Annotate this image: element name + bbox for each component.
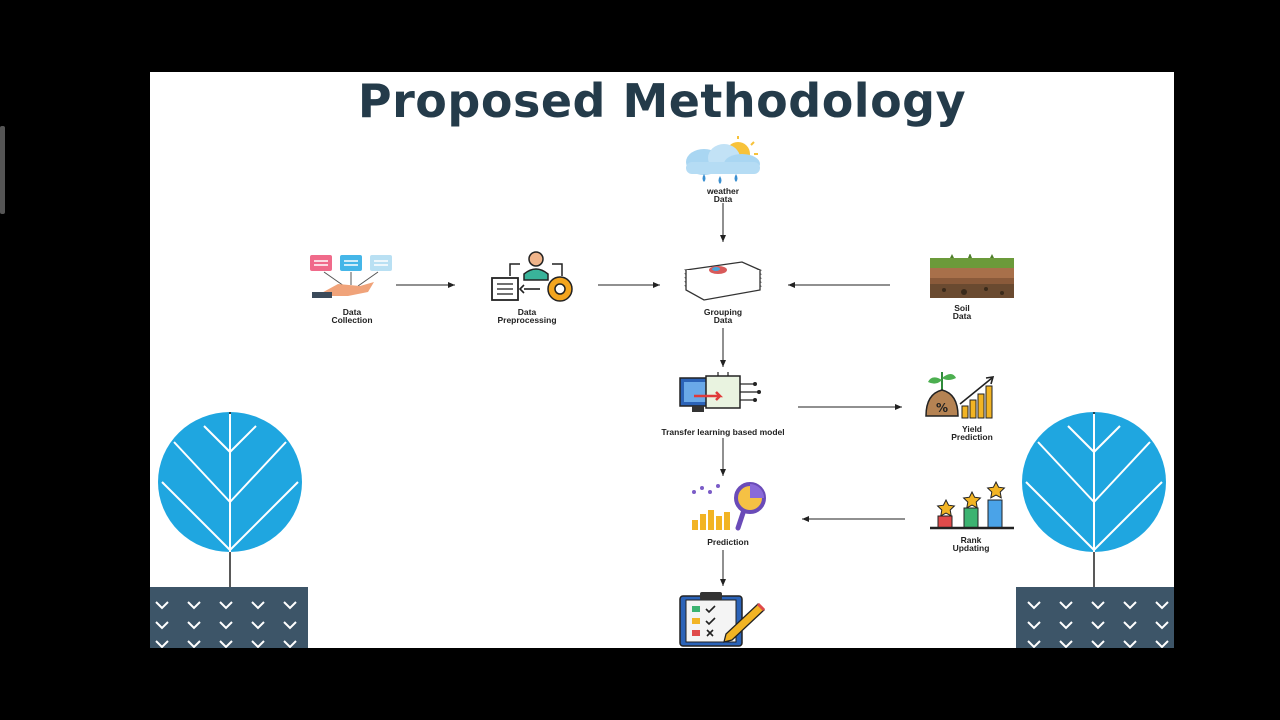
soil-icon [930, 254, 1014, 298]
slide: Proposed Methodology [150, 72, 1174, 648]
data-collection-icon [310, 255, 392, 298]
data-preprocessing-icon [491, 251, 573, 302]
svg-text:%: % [936, 401, 948, 415]
scrollbar[interactable] [0, 126, 5, 214]
transfer-learning-model-icon [679, 372, 761, 412]
decorative-pot-left [150, 587, 308, 648]
decorative-tree-right [1022, 412, 1166, 588]
decorative-tree-left [158, 412, 302, 588]
checklist-icon [679, 592, 766, 647]
grouping-data-icon [683, 261, 763, 301]
slide-title: Proposed Methodology [357, 74, 967, 128]
weather-icon [686, 136, 760, 184]
prediction-label: Prediction [707, 537, 749, 547]
transfer-learning-model-label: Transfer learning based model [661, 427, 785, 437]
flow-arrows [396, 203, 905, 586]
prediction-icon [692, 482, 766, 531]
rank-updating-icon [930, 480, 1014, 530]
yield-prediction-icon: % [925, 372, 995, 419]
decorative-pot-right [1016, 587, 1174, 648]
